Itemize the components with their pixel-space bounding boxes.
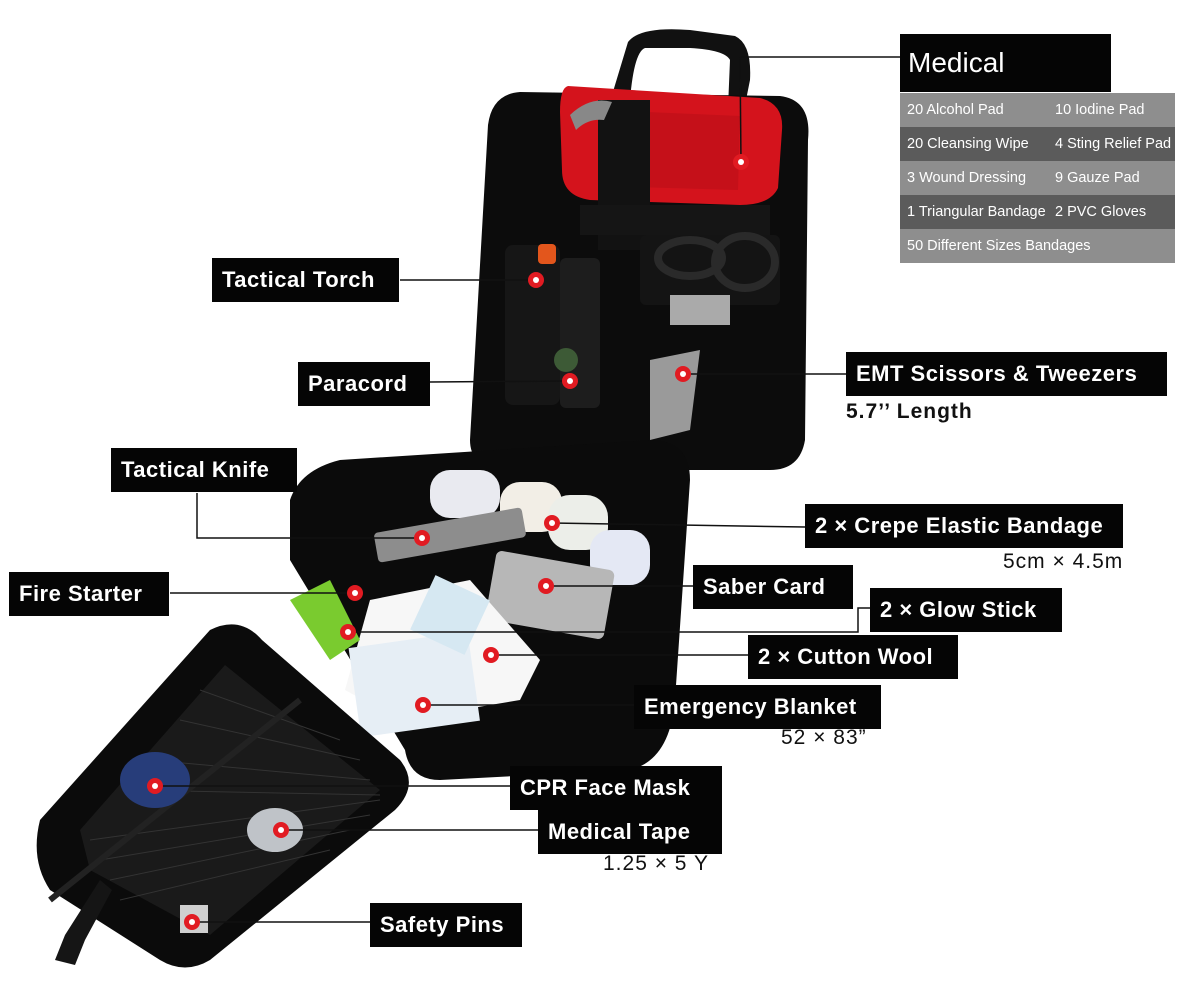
callout-emt-scissors: EMT Scissors & Tweezers	[846, 352, 1167, 396]
callout-tactical-torch: Tactical Torch	[212, 258, 399, 302]
callout-saber-card: Saber Card	[693, 565, 853, 609]
callout-safety-pins: Safety Pins	[370, 903, 522, 947]
supply-item: 20 Alcohol Pad	[907, 102, 1004, 118]
supply-item: 9 Gauze Pad	[1055, 170, 1140, 186]
supply-item: 50 Different Sizes Bandages	[907, 238, 1091, 254]
callout-cpr-mask: CPR Face Mask	[510, 766, 722, 810]
medical-supplies-title: Medical Supplies	[900, 34, 1111, 136]
medical-tape-size: 1.25 × 5 Y	[603, 852, 709, 875]
supplies-row: 20 Cleansing Wipe 4 Sting Relief Pad	[900, 127, 1175, 161]
supply-item: 3 Wound Dressing	[907, 170, 1027, 186]
callout-cotton-wool: 2 × Cutton Wool	[748, 635, 958, 679]
callout-fire-starter: Fire Starter	[9, 572, 169, 616]
callout-emergency-blanket: Emergency Blanket	[634, 685, 881, 729]
crepe-bandage-size: 5cm × 4.5m	[1003, 550, 1124, 573]
callout-tactical-knife: Tactical Knife	[111, 448, 297, 492]
callout-medical-tape: Medical Tape	[538, 810, 722, 854]
supply-item: 10 Iodine Pad	[1055, 102, 1145, 118]
supply-item: 2 PVC Gloves	[1055, 204, 1147, 220]
supply-item: 20 Cleansing Wipe	[907, 136, 1029, 152]
supply-item: 1 Triangular Bandage	[907, 204, 1046, 220]
pouch-handle	[612, 29, 751, 111]
supply-item: 4 Sting Relief Pad	[1055, 136, 1172, 152]
emergency-blanket-size: 52 × 83”	[781, 726, 867, 749]
supplies-row: 50 Different Sizes Bandages	[900, 229, 1175, 263]
supplies-row: 1 Triangular Bandage 2 PVC Gloves	[900, 195, 1175, 229]
callout-paracord: Paracord	[298, 362, 430, 406]
emt-scissors-length: 5.7’’ Length	[846, 400, 973, 423]
callout-crepe-bandage: 2 × Crepe Elastic Bandage	[805, 504, 1123, 548]
supplies-row: 3 Wound Dressing 9 Gauze Pad	[900, 161, 1175, 195]
medical-supplies-table: 20 Alcohol Pad 10 Iodine Pad 20 Cleansin…	[900, 93, 1175, 263]
supplies-row: 20 Alcohol Pad 10 Iodine Pad	[900, 93, 1175, 127]
callout-glow-stick: 2 × Glow Stick	[870, 588, 1062, 632]
marker-dots	[147, 154, 749, 930]
